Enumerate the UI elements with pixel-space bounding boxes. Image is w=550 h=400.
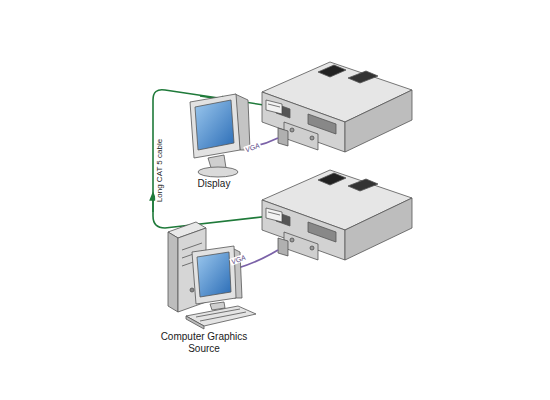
cat5-cable — [153, 90, 270, 228]
rj45-plug — [266, 208, 282, 222]
cable-label: Long CAT 5 cable — [156, 137, 165, 202]
node-text: Computer Graphics Source — [151, 331, 257, 354]
keyboard — [186, 306, 256, 329]
source-label: Computer Graphics Source — [149, 330, 259, 355]
receiver-unit — [262, 62, 412, 152]
display-monitor — [190, 94, 250, 177]
display-label: Display — [174, 177, 254, 191]
vga-plug — [278, 232, 318, 260]
computer-monitor — [192, 246, 242, 310]
transmitter-unit — [262, 170, 412, 260]
node-text: Display — [176, 178, 252, 190]
vga-plug — [278, 122, 318, 150]
rj45-plug — [266, 100, 282, 114]
